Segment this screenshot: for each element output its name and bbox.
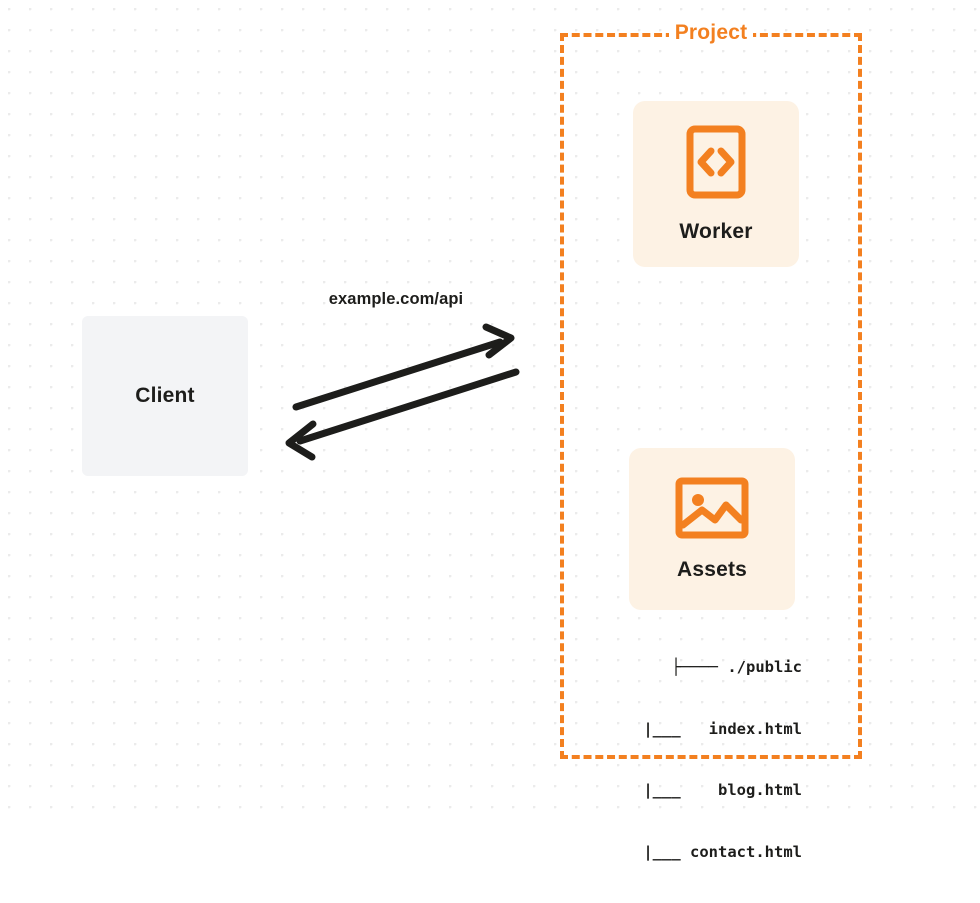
assets-file-tree: ├──── ./public |___ index.html |___ blog…	[606, 616, 802, 903]
arrow-response	[285, 368, 520, 461]
file-tree-row: ├──── ./public	[671, 658, 802, 676]
node-client-label: Client	[135, 384, 195, 407]
arrow-request	[292, 323, 515, 411]
edge-label-url: example.com/api	[328, 290, 464, 308]
diagram-canvas: Project Client Worker Assets ├──── ./pub…	[0, 0, 980, 861]
image-icon	[675, 477, 749, 544]
node-worker[interactable]: Worker	[633, 101, 799, 267]
project-group-label-text: Project	[668, 21, 754, 44]
node-assets-label: Assets	[676, 557, 748, 581]
file-tree-row: |___ blog.html	[624, 781, 802, 799]
node-assets[interactable]: Assets	[629, 448, 795, 610]
file-tree-row: |___ contact.html	[624, 842, 802, 861]
node-worker-label: Worker	[679, 219, 753, 243]
file-tree-row: |___ index.html	[624, 719, 802, 738]
project-group-label: Project	[560, 18, 862, 48]
code-brackets-icon	[686, 125, 746, 204]
node-client[interactable]: Client	[82, 316, 248, 476]
